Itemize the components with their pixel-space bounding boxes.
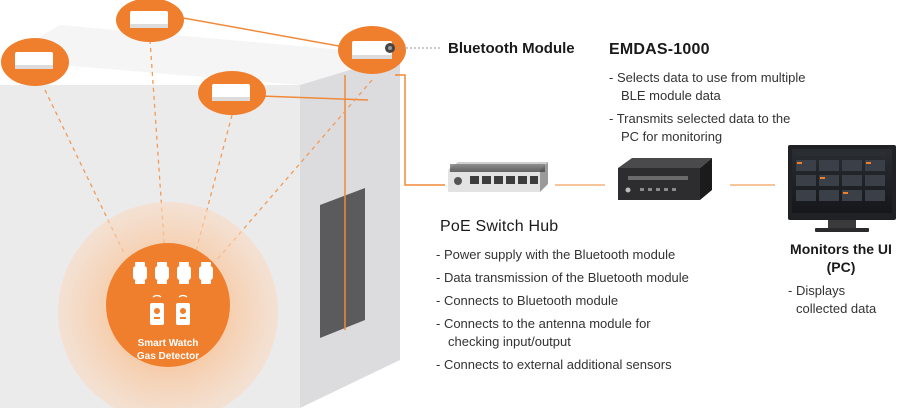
emdas-title: EMDAS-1000 (609, 41, 710, 58)
poe-hub-item-4: - Connects to the antenna module for che… (436, 316, 651, 349)
smart-watch-icon (133, 262, 213, 284)
poe-hub-item-5: - Connects to external additional sensor… (436, 357, 672, 372)
gas-detector-icon (150, 294, 190, 325)
poe-hub-item-2: - Data transmission of the Bluetooth mod… (436, 270, 689, 285)
poe-hub-item-1: - Power supply with the Bluetooth module (436, 247, 676, 262)
wearables-label: Smart Watch Gas Detector (118, 337, 218, 363)
room-door-panel (320, 188, 365, 338)
pc-monitor-icon[interactable] (788, 145, 896, 232)
wearables-label-line1: Smart Watch (137, 338, 199, 349)
emdas-1000-device-icon[interactable] (618, 158, 712, 200)
bluetooth-sensor-module-icon[interactable] (1, 38, 69, 86)
emdas-item-1: - Selects data to use from multiple BLE … (609, 70, 806, 103)
monitor-title: Monitors the UI (PC) (790, 241, 892, 275)
emdas-item-2: - Transmits selected data to the PC for … (609, 111, 791, 144)
bluetooth-sensor-module-icon[interactable] (338, 26, 406, 74)
monitor-item-1: - Displays collected data (788, 283, 877, 316)
poe-hub-title: PoE Switch Hub (440, 218, 559, 235)
poe-hub-item-3: - Connects to Bluetooth module (436, 293, 619, 308)
poe-switch-hub-icon[interactable] (448, 162, 548, 192)
bluetooth-sensor-module-icon[interactable] (116, 0, 184, 42)
bluetooth-sensor-module-icon[interactable] (198, 71, 266, 115)
room-top (0, 25, 400, 85)
wire-top (149, 11, 373, 53)
wiring (149, 11, 775, 330)
bluetooth-module-label: Bluetooth Module (448, 40, 575, 57)
wearables-label-line2: Gas Detector (136, 351, 200, 362)
wire-to-hub (395, 74, 445, 186)
